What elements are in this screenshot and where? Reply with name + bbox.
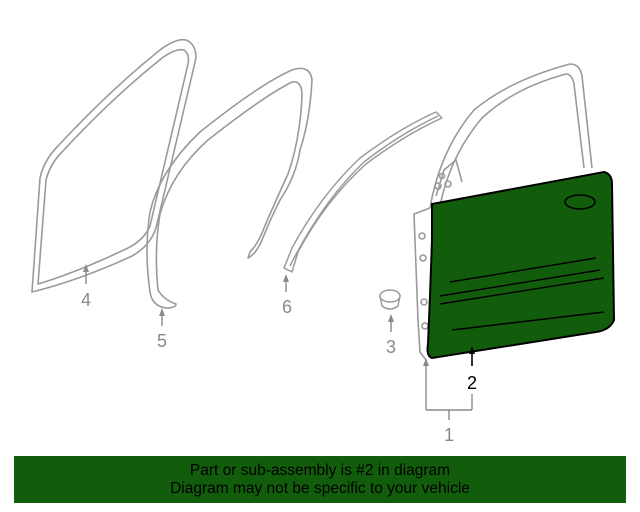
callout-arrow-1	[423, 358, 429, 366]
body-line-mid-b	[439, 277, 605, 305]
body-line-lower	[451, 311, 605, 331]
callout-1[interactable]: 1	[444, 425, 454, 445]
callout-arrow-2	[469, 346, 475, 354]
part-5-door-seal[interactable]	[146, 67, 313, 309]
callout-arrow-3	[388, 314, 394, 322]
callout-arrow-5	[159, 308, 165, 316]
disclaimer-banner: Part or sub-assembly is #2 in diagram Di…	[14, 456, 626, 503]
part-1-door-shell[interactable]	[413, 63, 593, 361]
callout-bracket-1	[425, 362, 473, 420]
callout-6[interactable]: 6	[282, 297, 292, 317]
callout-2[interactable]: 2	[467, 373, 477, 393]
body-line-upper	[449, 257, 597, 283]
banner-line-2: Diagram may not be specific to your vehi…	[170, 479, 470, 497]
body-line-mid-a	[439, 269, 601, 297]
outer-panel-fill	[426, 170, 616, 360]
part-6-run-channel[interactable]	[283, 111, 443, 273]
door-handle-recess	[564, 194, 596, 210]
part-2-outer-panel[interactable]	[426, 170, 616, 360]
callout-3[interactable]: 3	[386, 337, 396, 357]
callout-arrow-6	[283, 274, 289, 282]
callout-4[interactable]: 4	[81, 290, 91, 310]
banner-line-1: Part or sub-assembly is #2 in diagram	[189, 461, 451, 479]
callout-arrow-4	[83, 264, 89, 272]
callout-5[interactable]: 5	[157, 331, 167, 351]
part-3-plug[interactable]	[379, 289, 401, 310]
parts-diagram: 4 5 6 3	[31, 38, 616, 445]
part-4-weatherstrip[interactable]	[31, 38, 197, 293]
